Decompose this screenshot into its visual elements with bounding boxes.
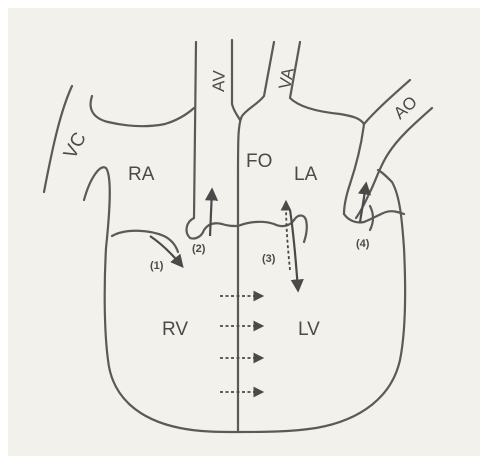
label-av: AV — [209, 69, 229, 92]
label-lv: LV — [298, 319, 320, 340]
label-la: LA — [294, 164, 318, 185]
label-va: VA — [275, 66, 298, 91]
marker-3: (3) — [262, 253, 276, 265]
marker-2: (2) — [192, 243, 206, 255]
label-fo: FO — [246, 151, 272, 172]
marker-1: (1) — [150, 260, 164, 272]
marker-4: (4) — [356, 238, 370, 250]
label-ra: RA — [128, 164, 155, 185]
figure-panel — [8, 8, 480, 456]
label-rv: RV — [162, 319, 188, 340]
